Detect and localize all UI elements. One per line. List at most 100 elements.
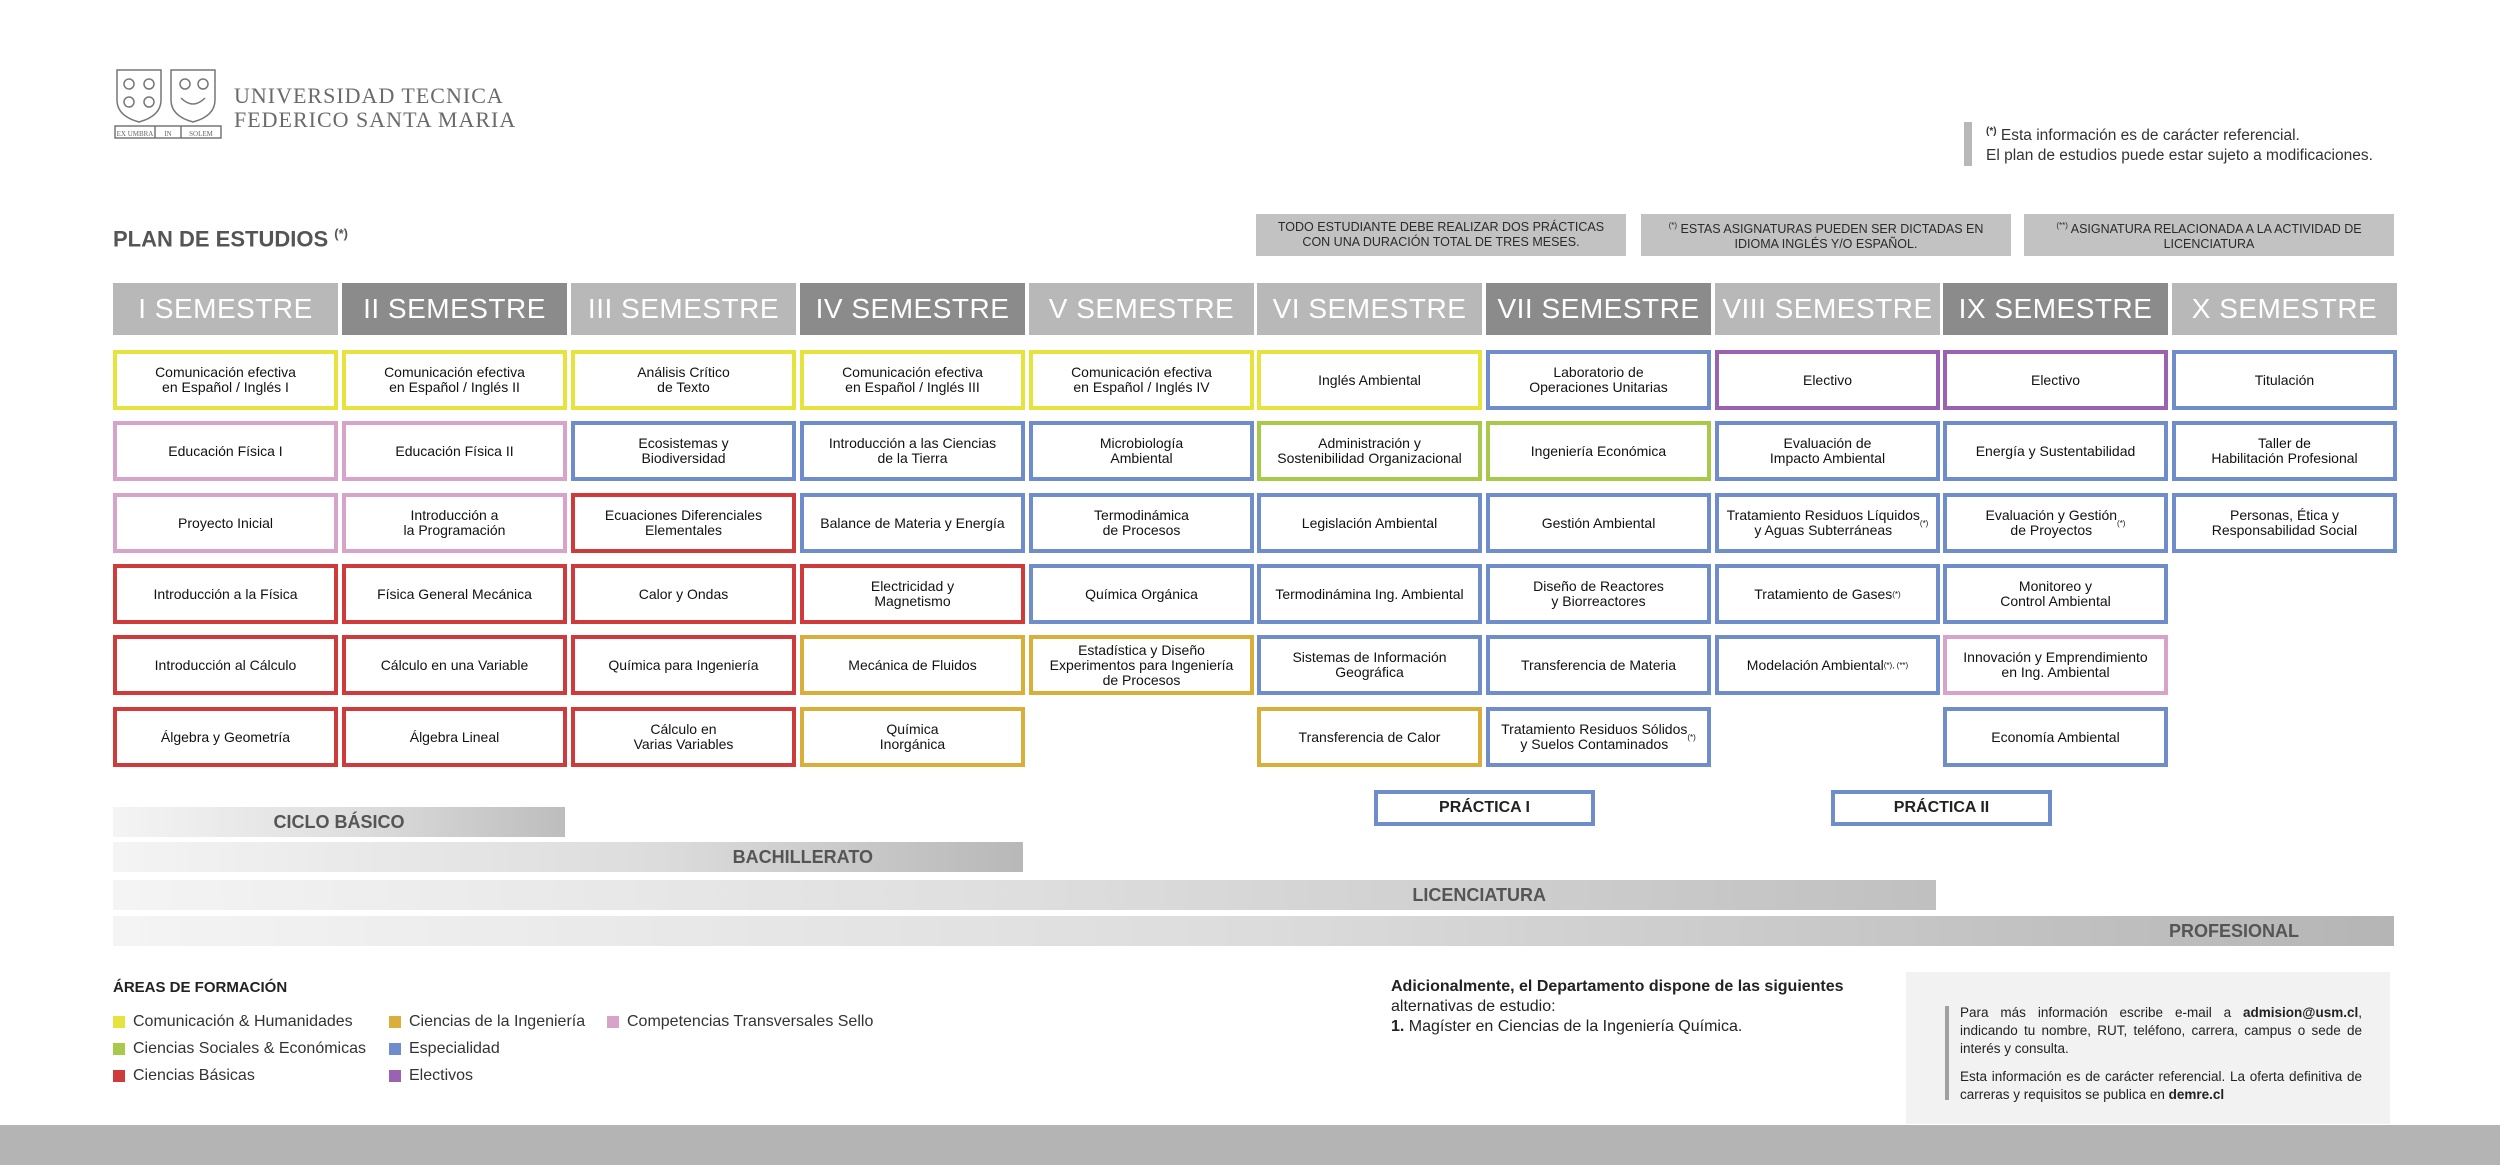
course-name: Tratamiento Residuos Líquidos y Aguas Su… [1726, 507, 1920, 538]
course-name: Introducción a la Programación [403, 507, 506, 538]
course-name: Diseño de Reactores y Biorreactores [1533, 578, 1664, 609]
course-name: Álgebra Lineal [409, 728, 500, 745]
university-logo: EX UMBRA IN SOLEM [113, 66, 223, 144]
logo-motto-right: SOLEM [189, 130, 214, 138]
course-name: Química Inorgánica [879, 721, 946, 752]
course-name: Ecuaciones Diferenciales Elementales [604, 507, 763, 538]
course-mark: (*) [1892, 589, 1901, 599]
contact-p2-before: Esta información es de carácter referenc… [1960, 1069, 2362, 1102]
legend-swatch [389, 1043, 401, 1055]
legend-swatch [389, 1070, 401, 1082]
contact-p1-after: , indicando tu nombre, RUT, teléfono, ca… [1960, 1005, 2362, 1056]
disclaimer-mark: (*) [1986, 126, 1997, 137]
course-name: Tratamiento Residuos Sólidos y Suelos Co… [1501, 721, 1688, 752]
semester-header-8: VIII SEMESTRE [1715, 283, 1940, 335]
course-s8-2: Evaluación de Impacto Ambiental [1715, 421, 1940, 481]
course-name: Transferencia de Calor [1298, 728, 1441, 745]
course-name: Mecánica de Fluidos [848, 656, 977, 673]
legend-item-4: Ciencias de la Ingeniería [389, 1013, 585, 1031]
course-s7-5: Transferencia de Materia [1486, 635, 1711, 695]
course-name: Legislación Ambiental [1301, 514, 1438, 531]
legend-label: Comunicación & Humanidades [133, 1013, 353, 1030]
legend-item-2: Ciencias Sociales & Económicas [113, 1040, 366, 1058]
semester-header-7: VII SEMESTRE [1486, 283, 1711, 335]
course-s1-6: Álgebra y Geometría [113, 707, 338, 767]
course-name: Termodinámica de Procesos [1094, 507, 1189, 538]
course-name: Comunicación efectiva en Español / Inglé… [842, 364, 983, 395]
note-language: (*) Estas asignaturas pueden ser dictada… [1641, 214, 2011, 256]
note-licentiate-mark: (**) [2056, 220, 2068, 230]
note-language-text: Estas asignaturas pueden ser dictadas en… [1680, 222, 1984, 252]
cycle-profesional: PROFESIONAL [113, 916, 2394, 946]
contact-email[interactable]: admision@usm.cl [2243, 1005, 2359, 1020]
course-s8-4: Tratamiento de Gases (*) [1715, 564, 1940, 624]
course-name: Energía y Sustentabilidad [1975, 442, 2136, 459]
note-practices-text: Todo estudiante debe realizar dos prácti… [1277, 220, 1605, 249]
course-s9-2: Energía y Sustentabilidad [1943, 421, 2168, 481]
course-s4-5: Mecánica de Fluidos [800, 635, 1025, 695]
course-s4-1: Comunicación efectiva en Español / Inglé… [800, 350, 1025, 410]
course-name: Ecosistemas y Biodiversidad [638, 435, 729, 466]
course-name: Balance de Materia y Energía [820, 514, 1005, 531]
course-s9-1: Electivo [1943, 350, 2168, 410]
course-s3-4: Calor y Ondas [571, 564, 796, 624]
course-s5-5: Estadística y Diseño Experimentos para I… [1029, 635, 1254, 695]
course-mark: (*) [1919, 518, 1929, 528]
course-s8-3: Tratamiento Residuos Líquidos y Aguas Su… [1715, 493, 1940, 553]
course-s9-3: Evaluación y Gestión de Proyectos (*) [1943, 493, 2168, 553]
course-s10-1: Titulación [2172, 350, 2397, 410]
legend-item-3: Ciencias Básicas [113, 1067, 255, 1085]
course-s3-3: Ecuaciones Diferenciales Elementales [571, 493, 796, 553]
course-s2-3: Introducción a la Programación [342, 493, 567, 553]
course-name: Administración y Sostenibilidad Organiza… [1277, 435, 1462, 466]
areas-title: ÁREAS DE FORMACIÓN [113, 979, 288, 996]
course-s8-5: Modelación Ambiental (*), (**) [1715, 635, 1940, 695]
course-name: Física General Mecánica [377, 585, 532, 602]
legend-label: Competencias Transversales Sello [627, 1013, 874, 1030]
course-mark: (*) [1687, 732, 1696, 742]
legend-item-7: Competencias Transversales Sello [607, 1013, 873, 1031]
semester-header-10: X SEMESTRE [2172, 283, 2397, 335]
note-practices: Todo estudiante debe realizar dos prácti… [1256, 214, 1626, 256]
additional-item-text: Magíster en Ciencias de la Ingeniería Qu… [1408, 1018, 1743, 1035]
course-name: Electivo [1802, 371, 1853, 388]
course-name: Microbiología Ambiental [1099, 435, 1184, 466]
course-name: Gestión Ambiental [1541, 514, 1656, 531]
disclaimer: (*) Esta información es de carácter refe… [1986, 122, 2373, 166]
semester-header-3: III SEMESTRE [571, 283, 796, 335]
course-s3-6: Cálculo en Varias Variables [571, 707, 796, 767]
course-s4-3: Balance de Materia y Energía [800, 493, 1025, 553]
legend-item-6: Electivos [389, 1067, 473, 1085]
course-s10-3: Personas, Ética y Responsabilidad Social [2172, 493, 2397, 553]
course-name: Titulación [2254, 371, 2315, 388]
course-s7-1: Laboratorio de Operaciones Unitarias [1486, 350, 1711, 410]
course-s1-4: Introducción a la Física [113, 564, 338, 624]
disclaimer-line2: El plan de estudios puede estar sujeto a… [1986, 147, 2373, 165]
contact-site[interactable]: demre.cl [2168, 1087, 2225, 1102]
contact-bar [1945, 1006, 1949, 1100]
course-s3-2: Ecosistemas y Biodiversidad [571, 421, 796, 481]
contact-p1-before: Para más información escribe e-mail a [1960, 1005, 2244, 1020]
course-s3-1: Análisis Crítico de Texto [571, 350, 796, 410]
course-mark: (*) [2117, 518, 2126, 528]
course-name: Sistemas de Información Geográfica [1292, 649, 1447, 680]
course-s2-1: Comunicación efectiva en Español / Inglé… [342, 350, 567, 410]
semester-header-6: VI SEMESTRE [1257, 283, 1482, 335]
course-name: Introducción al Cálculo [154, 656, 297, 673]
course-name: Introducción a la Física [153, 585, 298, 602]
course-s7-6: Tratamiento Residuos Sólidos y Suelos Co… [1486, 707, 1711, 767]
legend-swatch [113, 1016, 125, 1028]
contact-box [1906, 972, 2390, 1124]
legend-item-1: Comunicación & Humanidades [113, 1013, 353, 1031]
semester-header-2: II SEMESTRE [342, 283, 567, 335]
course-name: Taller de Habilitación Profesional [2211, 435, 2358, 466]
course-s5-4: Química Orgánica [1029, 564, 1254, 624]
course-name: Comunicación efectiva en Español / Inglé… [384, 364, 525, 395]
course-name: Cálculo en Varias Variables [633, 721, 734, 752]
additional-info: Adicionalmente, el Departamento dispone … [1391, 977, 1844, 1037]
practice-1: PRÁCTICA I [1374, 790, 1595, 826]
course-name: Análisis Crítico de Texto [637, 364, 730, 395]
course-name: Laboratorio de Operaciones Unitarias [1529, 364, 1668, 395]
course-name: Termodinámina Ing. Ambiental [1275, 585, 1464, 602]
additional-item-number: 1. [1391, 1018, 1405, 1035]
